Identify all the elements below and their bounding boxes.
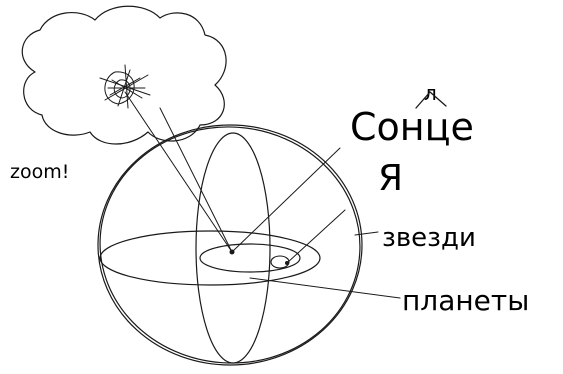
zoom-label: zoom!: [10, 161, 69, 183]
meridian-ellipse: [196, 133, 270, 363]
stars-label: звезди: [382, 223, 476, 253]
planets-label: планеты: [402, 284, 529, 317]
sun-label: Сонце: [350, 105, 474, 149]
inner-orbit-ellipse: [200, 244, 300, 272]
me-label: Я: [378, 158, 403, 199]
zoomed-sun-scribble: [100, 65, 150, 108]
zoom-cloud: [22, 6, 226, 144]
